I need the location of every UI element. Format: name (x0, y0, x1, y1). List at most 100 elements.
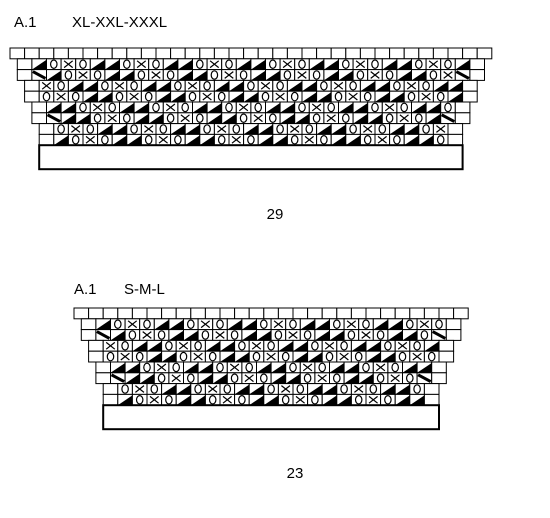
repeat-bracket (102, 404, 440, 431)
stitch-tri (204, 339, 221, 352)
stitch-bar (431, 329, 447, 341)
stitch-tri (124, 372, 141, 385)
stitch-yo (67, 90, 84, 103)
stitch-tri (323, 58, 339, 71)
stitch-yo (110, 318, 126, 331)
stitch-knit (24, 79, 40, 92)
stitch-yo (265, 58, 281, 71)
stitch-x (345, 90, 361, 103)
stitch-yo (294, 58, 310, 71)
stitch-tri (374, 79, 391, 92)
stitch-bar (46, 112, 62, 125)
chart-row (16, 58, 485, 71)
stitch-knit (453, 307, 469, 320)
stitch-tri (323, 69, 339, 81)
stitch-knit (31, 101, 47, 114)
stitch-tri (403, 133, 420, 146)
stitch-yo (204, 393, 221, 406)
stitch-yo (53, 79, 69, 92)
stitch-yo (46, 58, 62, 71)
stitch-yo (343, 329, 360, 341)
stitch-knit (146, 307, 163, 320)
stitch-yo (308, 112, 325, 125)
stitch-knit (359, 47, 376, 60)
stitch-x (175, 339, 192, 352)
stitch-tri (234, 350, 250, 363)
stitch-tri (257, 133, 274, 146)
stitch-yo (396, 101, 412, 114)
stitch-knit (263, 307, 279, 320)
stitch-tri (119, 101, 135, 114)
stitch-knit (24, 90, 40, 103)
stitch-knit (155, 47, 172, 60)
stitch-x (394, 339, 411, 352)
stitch-yo (372, 329, 389, 341)
stitch-yo (183, 372, 199, 385)
stitch-yo (124, 329, 141, 341)
stitch-yo (425, 69, 442, 81)
stitch-tri (279, 101, 296, 114)
stitch-yo (213, 133, 230, 146)
stitch-yo (212, 361, 228, 374)
stitch-yo (104, 101, 121, 114)
stitch-yo (131, 350, 148, 363)
stitch-yo (418, 123, 434, 135)
stitch-yo (352, 69, 369, 81)
stitch-tri (161, 383, 177, 395)
stitch-knit (286, 47, 303, 60)
stitch-yo (183, 318, 199, 331)
stitch-yo (423, 350, 440, 363)
chart-row (38, 123, 464, 135)
chart-sml-sizes: S-M-L (124, 281, 165, 298)
stitch-tri (241, 318, 257, 331)
stitch-tri (316, 90, 332, 103)
stitch-yo (263, 339, 279, 352)
stitch-yo (389, 133, 405, 146)
stitch-tri (206, 112, 223, 125)
stitch-knit (243, 47, 259, 60)
stitch-x (126, 90, 142, 103)
stitch-knit (16, 58, 33, 71)
stitch-yo (219, 383, 236, 395)
stitch-yo (139, 318, 155, 331)
stitch-tri (454, 58, 471, 71)
stitch-yo (402, 318, 418, 331)
stitch-tri (219, 350, 236, 363)
stitch-tri (111, 133, 128, 146)
stitch-yo (228, 123, 245, 135)
stitch-yo (162, 112, 179, 125)
stitch-x (374, 133, 391, 146)
stitch-x (199, 90, 215, 103)
stitch-yo (431, 318, 447, 331)
stitch-tri (432, 79, 449, 92)
stitch-yo (97, 79, 113, 92)
stitch-yo (117, 383, 133, 395)
stitch-yo (279, 69, 296, 81)
stitch-yo (153, 372, 170, 385)
stitch-yo (301, 123, 318, 135)
stitch-tri (82, 90, 99, 103)
stitch-knit (336, 307, 352, 320)
stitch-x (314, 372, 330, 385)
stitch-yo (53, 123, 69, 135)
stitch-yo (372, 372, 389, 385)
stitch-yo (299, 329, 316, 341)
stitch-yo (358, 361, 374, 374)
stitch-tri (104, 58, 121, 71)
stitch-knit (117, 307, 133, 320)
stitch-knit (462, 90, 478, 103)
stitch-yo (286, 133, 303, 146)
chart-row (9, 47, 493, 60)
stitch-yo (277, 393, 294, 406)
stitch-tri (447, 79, 464, 92)
stitch-tri (374, 90, 391, 103)
stitch-knit (190, 307, 206, 320)
stitch-tri (416, 361, 433, 374)
stitch-tri (148, 112, 164, 125)
stitch-yo (250, 101, 266, 114)
stitch-tri (133, 112, 150, 125)
stitch-x (155, 133, 172, 146)
stitch-knit (403, 47, 420, 60)
stitch-yo (350, 393, 367, 406)
stitch-knit (469, 69, 485, 81)
